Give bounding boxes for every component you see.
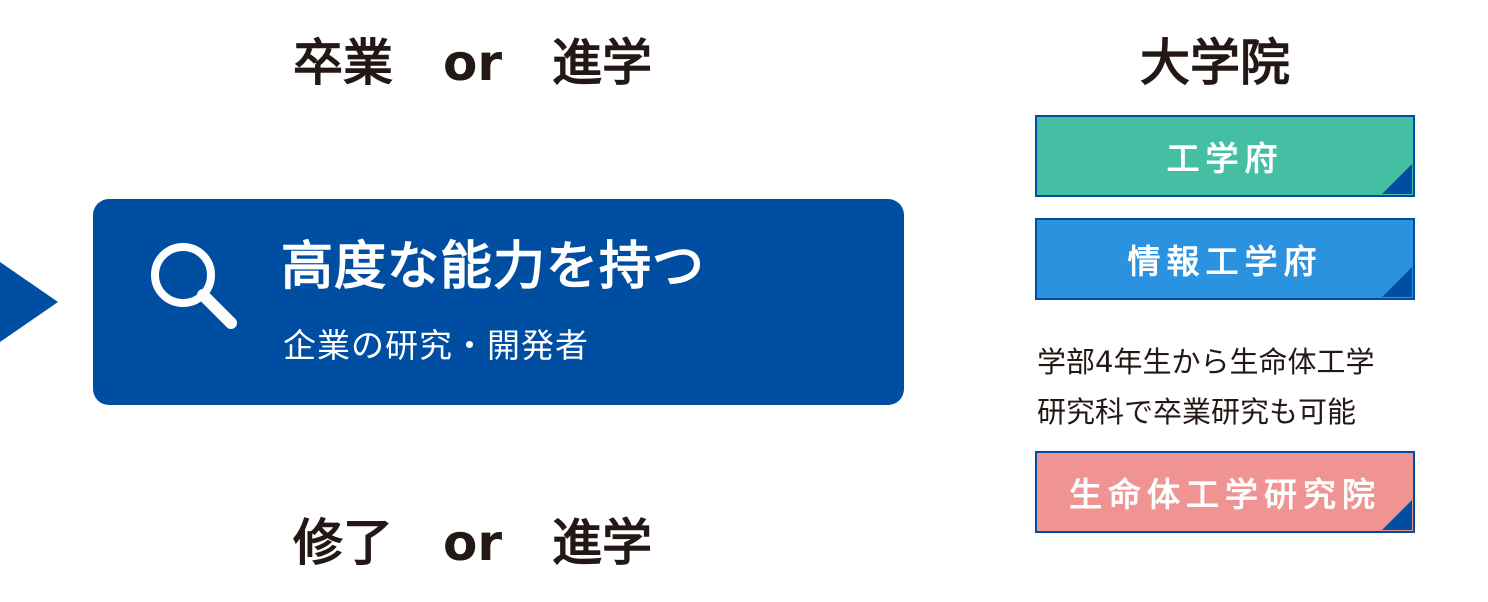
heading-graduate-or-advance: 卒業 or 進学 [293, 34, 653, 92]
corner-triangle-icon [1382, 164, 1412, 194]
note-line: 研究科で卒業研究も可能 [1037, 395, 1357, 429]
career-card[interactable]: 高度な能力を持つ 企業の研究・開発者 [93, 199, 904, 405]
corner-triangle-icon [1382, 267, 1412, 297]
program-button-life-science[interactable]: 生命体工学研究院 [1035, 451, 1415, 533]
note-line: 学部4年生から生命体工学 [1037, 345, 1375, 379]
program-note: 学部4年生から生命体工学 研究科で卒業研究も可能 [1037, 337, 1437, 437]
program-label: 生命体工学研究院 [1069, 475, 1381, 514]
program-button-computer-science[interactable]: 情報工学府 [1035, 218, 1415, 300]
program-label: 工学府 [1166, 139, 1284, 178]
program-label: 情報工学府 [1127, 242, 1323, 281]
corner-triangle-icon [1382, 500, 1412, 530]
heading-grad-school: 大学院 [1140, 34, 1290, 92]
program-button-engineering[interactable]: 工学府 [1035, 115, 1415, 197]
heading-complete-or-advance: 修了 or 進学 [293, 514, 653, 572]
arrow-right-icon [0, 262, 58, 342]
search-icon [151, 243, 237, 329]
card-subtitle: 企業の研究・開発者 [283, 326, 589, 365]
card-title: 高度な能力を持つ [281, 237, 706, 297]
